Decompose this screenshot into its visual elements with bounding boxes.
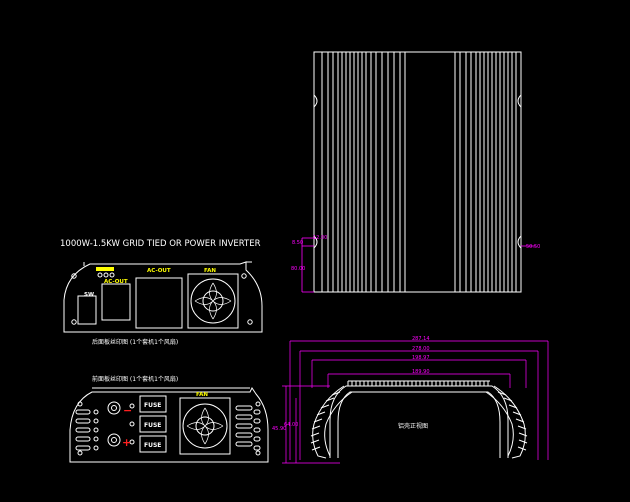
front-label-minus: − [123, 404, 132, 417]
profile-left-fins [310, 391, 341, 451]
vent-slot [75, 445, 91, 451]
vent-slot [75, 427, 91, 433]
front-panel-caption: 前面板丝印图 (1个套机1个风扇) [92, 375, 178, 383]
dim-h2: 64.00 [284, 422, 298, 428]
arm-fin [310, 432, 320, 437]
vent-slot [253, 409, 261, 415]
vent-slot [93, 445, 99, 451]
arm-fin [503, 397, 513, 402]
arm-fin [310, 439, 320, 444]
heatsink-profile-caption: 铝壳正视图 [398, 422, 428, 430]
arm-fin [518, 439, 528, 444]
vent-slot [235, 423, 253, 429]
dim-left-upper: 12.00 [313, 235, 327, 241]
vent-slot [253, 436, 261, 442]
profile-top-fins [347, 380, 490, 386]
arm-fin [497, 391, 507, 396]
vent-slot [235, 414, 253, 420]
arm-fin [518, 432, 528, 437]
dim-right: 50.50 [526, 244, 540, 250]
vent-slot [93, 436, 99, 442]
front-label-fan: FAN [196, 392, 208, 398]
vent-slot [253, 418, 261, 424]
dim-d2: 278.00 [412, 346, 430, 352]
arm-fin [517, 425, 527, 430]
arm-fin [512, 411, 522, 416]
front-label-fuse-3: FUSE [144, 442, 161, 449]
vent-slots-left [75, 409, 99, 451]
rear-label-ac-out-small: AC-OUT [104, 279, 128, 285]
vent-slot [75, 409, 91, 415]
dim-d3: 198.97 [412, 355, 430, 361]
arm-fin [517, 446, 527, 451]
vent-slot [93, 409, 99, 415]
front-label-fuse-1: FUSE [144, 402, 161, 409]
front-panel [69, 387, 269, 463]
dim-h1: 45.90 [272, 426, 286, 432]
arm-fin [311, 425, 321, 430]
arm-fin [320, 404, 330, 409]
heatsink-top-dimensions: 12.00 8.50 80.00 50.50 [291, 235, 540, 293]
fin-lines-left [321, 52, 401, 292]
vent-slot [75, 418, 91, 424]
arm-fin [515, 418, 525, 423]
heatsink-profile-dimensions [282, 340, 549, 464]
vent-slot [93, 418, 99, 424]
arm-fin [313, 418, 323, 423]
drawing-title: 1000W-1.5KW GRID TIED OR POWER INVERTER [60, 239, 261, 249]
dim-d4: 189.90 [412, 369, 430, 375]
vent-slot [235, 432, 253, 438]
vent-slots-right [235, 405, 261, 451]
front-label-plus: + [122, 436, 131, 449]
heatsink-top-view [313, 51, 522, 293]
rear-label-fan: FAN [204, 268, 216, 274]
fin-lines-right [459, 52, 517, 292]
vent-slot [75, 436, 91, 442]
front-label-fuse-2: FUSE [144, 422, 161, 429]
vent-slot [235, 441, 253, 447]
vent-slot [93, 427, 99, 433]
arm-fin [311, 446, 321, 451]
arm-fin [508, 404, 518, 409]
heatsink-profile [310, 380, 528, 459]
vent-slot [235, 405, 253, 411]
rear-panel [63, 261, 263, 333]
vent-slot [253, 427, 261, 433]
rear-label-sw: SW [84, 292, 94, 298]
dim-left-gap: 8.50 [292, 240, 303, 246]
rear-label-ac-out: AC-OUT [147, 268, 171, 274]
dim-left-lower: 80.00 [291, 266, 305, 272]
dim-d1: 287.14 [412, 336, 430, 342]
arm-fin [316, 411, 326, 416]
vent-slot [253, 445, 261, 451]
rear-panel-caption: 后面板丝印图 (1个套机1个风扇) [92, 338, 178, 346]
arm-fin [331, 391, 341, 396]
profile-right-fins [497, 391, 528, 451]
arm-fin [325, 397, 335, 402]
